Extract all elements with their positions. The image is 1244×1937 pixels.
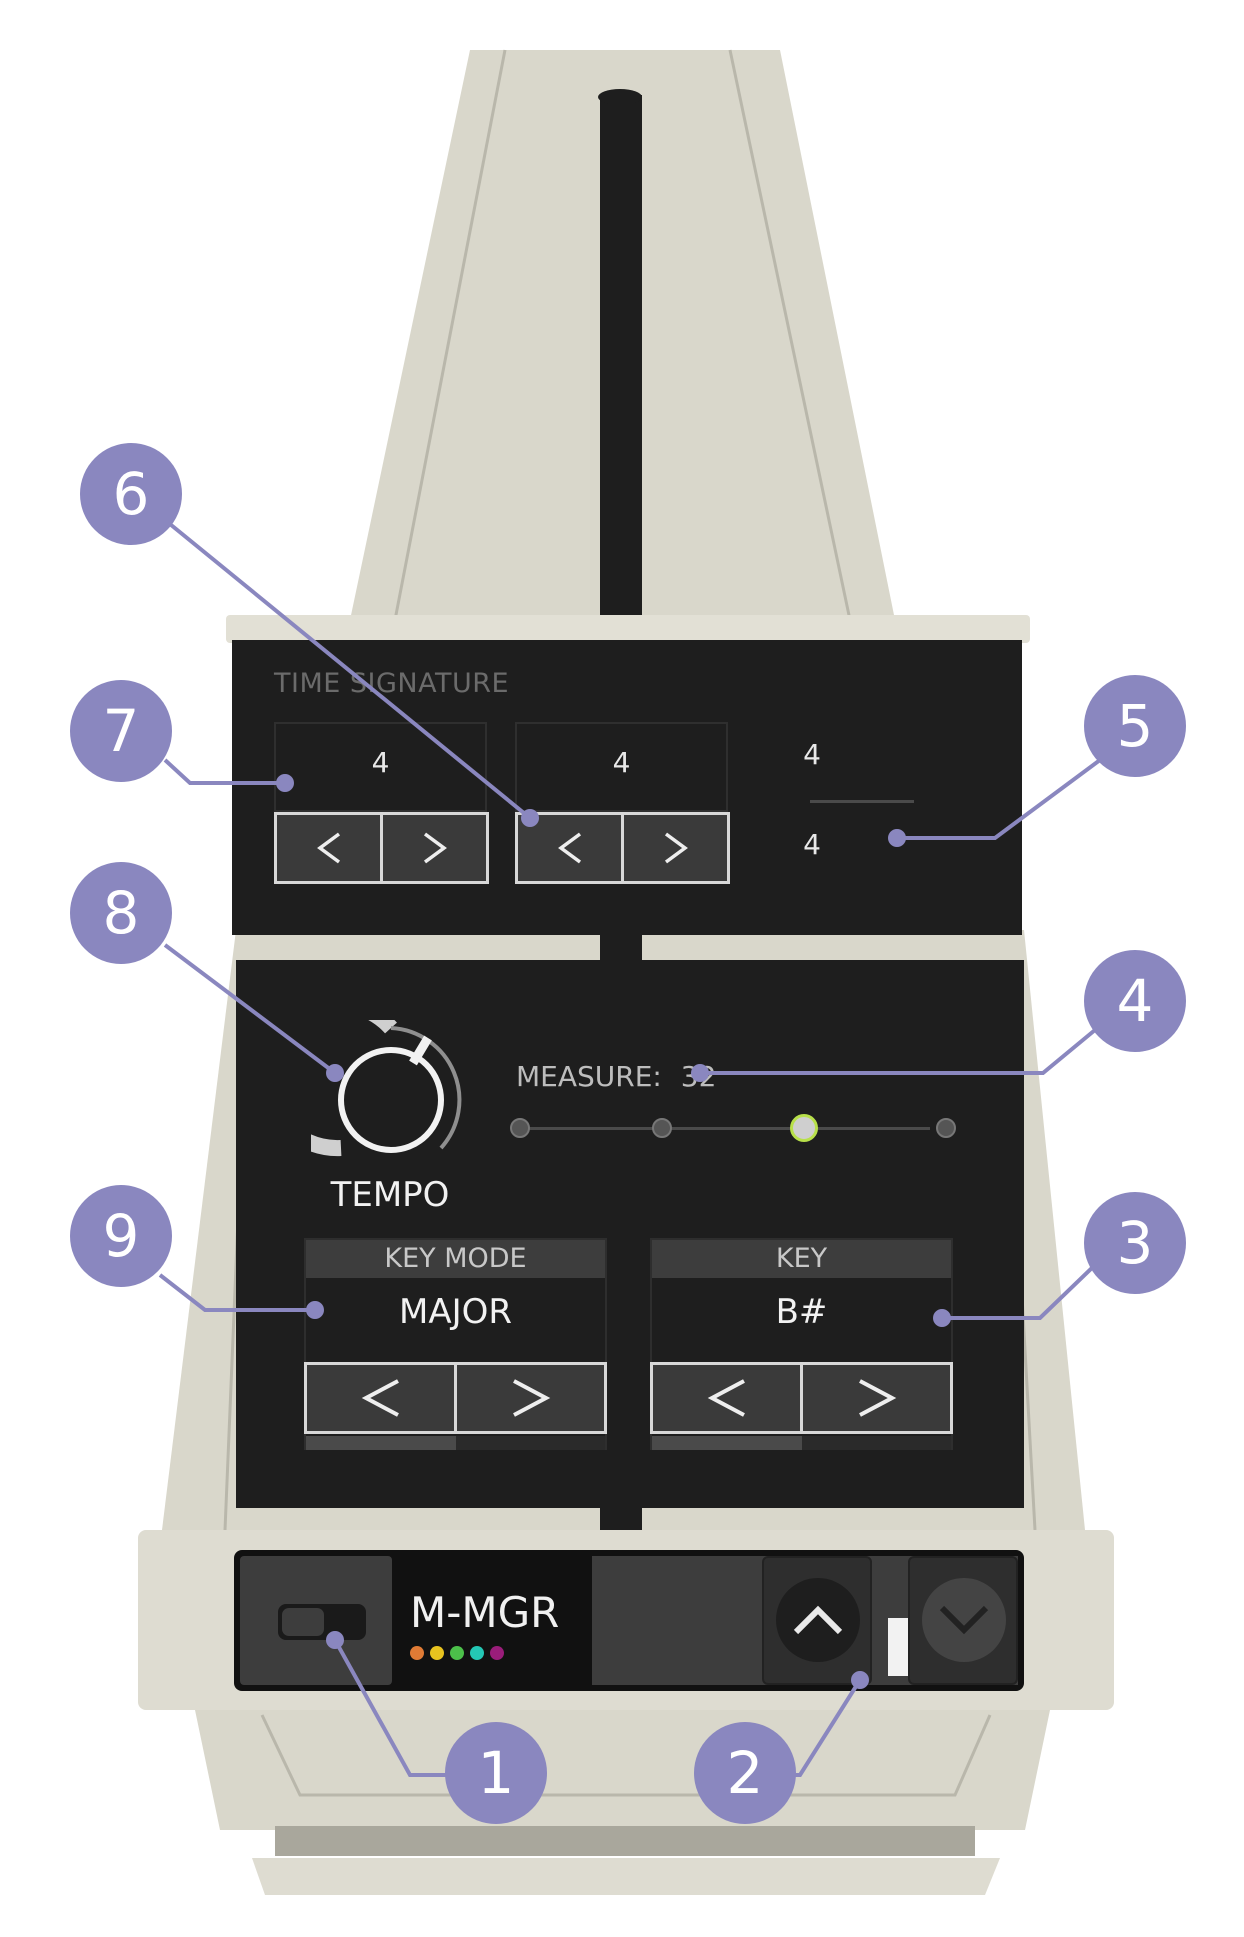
color-dot-1 bbox=[410, 1646, 424, 1660]
preset-indicator bbox=[888, 1618, 910, 1676]
color-dot-4 bbox=[470, 1646, 484, 1660]
key-progress-fill bbox=[652, 1436, 802, 1450]
color-dot-3 bbox=[450, 1646, 464, 1660]
callout-4: 4 bbox=[1084, 950, 1186, 1052]
callout-1: 1 bbox=[445, 1722, 547, 1824]
color-dots bbox=[410, 1646, 504, 1660]
denominator-decrease-button[interactable] bbox=[518, 815, 621, 881]
key-mode-arrows bbox=[304, 1362, 607, 1434]
chevron-left-icon bbox=[557, 832, 581, 864]
time-signature-panel: TIME SIGNATURE 4 4 4 4 bbox=[232, 640, 1022, 935]
measure-step-3[interactable] bbox=[790, 1114, 818, 1142]
preset-controls bbox=[762, 1556, 1018, 1685]
key-previous-button[interactable] bbox=[653, 1365, 800, 1431]
tempo-label: TEMPO bbox=[330, 1175, 450, 1215]
denominator-value: 4 bbox=[612, 746, 631, 779]
key-arrows bbox=[650, 1362, 953, 1434]
numerator-decrease-button[interactable] bbox=[277, 815, 380, 881]
measure-step-2[interactable] bbox=[652, 1118, 672, 1138]
footer-bar: M-MGR bbox=[234, 1550, 1024, 1691]
callout-3: 3 bbox=[1084, 1192, 1186, 1294]
key-mode-label: KEY MODE bbox=[306, 1240, 605, 1278]
chevron-up-icon bbox=[776, 1578, 860, 1662]
chevron-right-icon bbox=[858, 1379, 896, 1417]
fraction-divider bbox=[810, 800, 914, 803]
time-signature-label: TIME SIGNATURE bbox=[274, 668, 510, 699]
key-label: KEY bbox=[652, 1240, 951, 1278]
color-dot-5 bbox=[490, 1646, 504, 1660]
key-progress-track bbox=[652, 1436, 951, 1450]
tempo-knob[interactable] bbox=[311, 1020, 471, 1180]
key-value: B# bbox=[775, 1292, 828, 1332]
denominator-box: 4 bbox=[515, 722, 728, 812]
key-mode-progress-track bbox=[306, 1436, 605, 1450]
key-mode-value: MAJOR bbox=[398, 1292, 512, 1332]
toggle-knob bbox=[282, 1608, 324, 1636]
preset-down-button[interactable] bbox=[908, 1556, 1018, 1685]
measure-step-1[interactable] bbox=[510, 1118, 530, 1138]
callout-7: 7 bbox=[70, 680, 172, 782]
color-dot-2 bbox=[430, 1646, 444, 1660]
callout-2: 2 bbox=[694, 1722, 796, 1824]
chevron-right-icon bbox=[423, 832, 447, 864]
power-toggle-area bbox=[240, 1556, 392, 1685]
chevron-left-icon bbox=[707, 1379, 745, 1417]
numerator-increase-button[interactable] bbox=[383, 815, 486, 881]
chevron-down-icon bbox=[922, 1578, 1006, 1662]
denominator-increase-button[interactable] bbox=[624, 815, 727, 881]
key-mode-previous-button[interactable] bbox=[307, 1365, 454, 1431]
callout-9: 9 bbox=[70, 1185, 172, 1287]
measure-track bbox=[520, 1127, 930, 1130]
chevron-right-icon bbox=[664, 832, 688, 864]
device-name: M-MGR bbox=[410, 1588, 560, 1637]
key-mode-progress-fill bbox=[306, 1436, 456, 1450]
chevron-left-icon bbox=[316, 832, 340, 864]
key-mode-next-button[interactable] bbox=[457, 1365, 604, 1431]
numerator-value: 4 bbox=[371, 746, 390, 779]
key-next-button[interactable] bbox=[803, 1365, 950, 1431]
time-signature-display-bottom: 4 bbox=[803, 828, 821, 861]
control-panel: TEMPO MEASURE: 32 KEY MODE MAJOR KEY B bbox=[236, 960, 1024, 1508]
callout-5: 5 bbox=[1084, 675, 1186, 777]
preset-up-button[interactable] bbox=[762, 1556, 872, 1685]
callout-8: 8 bbox=[70, 862, 172, 964]
numerator-arrows bbox=[274, 812, 489, 884]
chevron-left-icon bbox=[361, 1379, 399, 1417]
measure-step-4[interactable] bbox=[936, 1118, 956, 1138]
denominator-arrows bbox=[515, 812, 730, 884]
footer-display bbox=[592, 1556, 762, 1685]
measure-label: MEASURE: bbox=[516, 1060, 662, 1093]
power-toggle[interactable] bbox=[278, 1604, 366, 1640]
chevron-right-icon bbox=[512, 1379, 550, 1417]
numerator-box: 4 bbox=[274, 722, 487, 812]
callout-6: 6 bbox=[80, 443, 182, 545]
time-signature-display-top: 4 bbox=[803, 738, 821, 771]
